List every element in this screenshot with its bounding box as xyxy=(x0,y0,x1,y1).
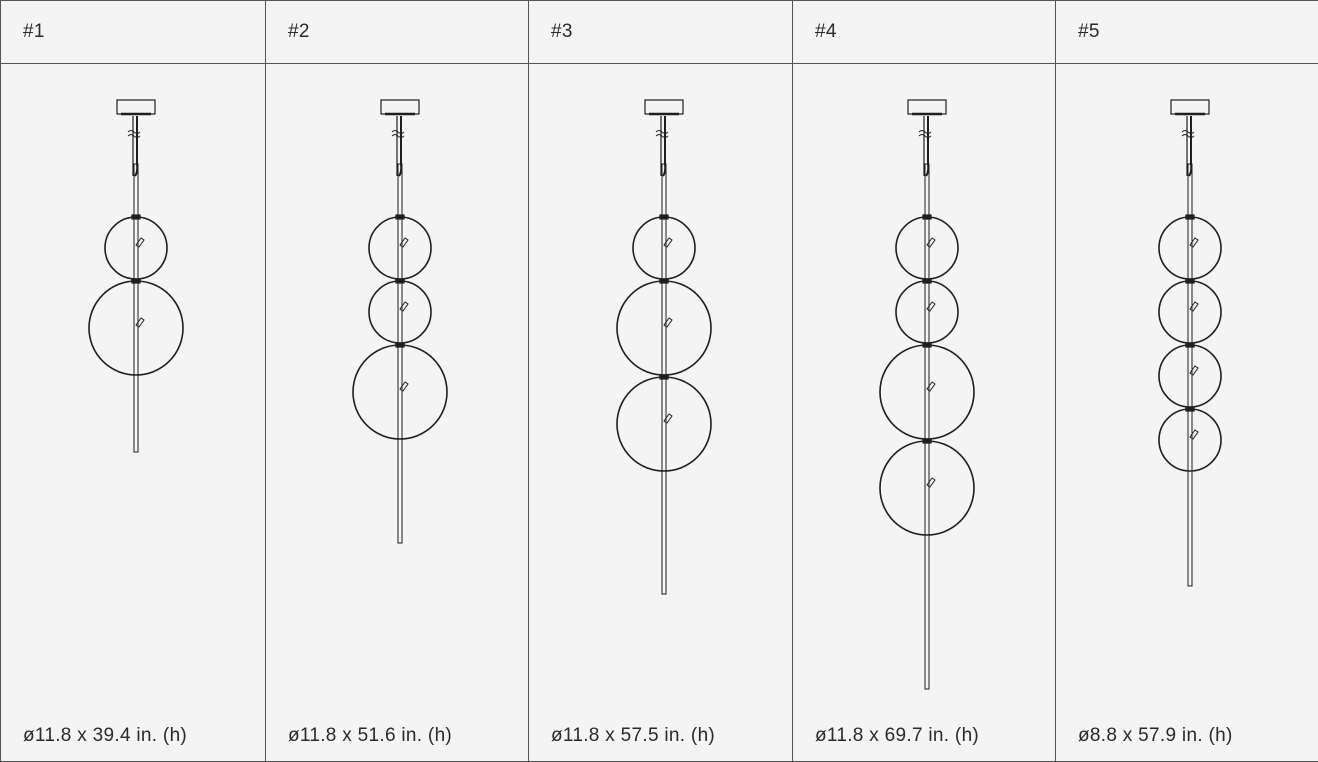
pendant-globe-icon xyxy=(1158,214,1222,280)
pendant-globe-icon xyxy=(616,278,712,376)
ceiling-canopy-icon xyxy=(116,99,156,116)
pendant-drawing xyxy=(793,64,1055,724)
power-cord xyxy=(1188,116,1193,177)
pendant-globe-icon xyxy=(368,278,432,344)
variant-body: ø11.8 x 57.5 in. (h) xyxy=(529,64,792,761)
power-cord xyxy=(925,116,930,177)
variant-label: #2 xyxy=(266,1,528,64)
pendant-globe-icon xyxy=(1158,342,1222,408)
cord-break-mark xyxy=(127,130,141,138)
variant-column-3[interactable]: #3 ø11.8 x 57.5 in. (h) xyxy=(529,1,793,761)
pendant-globe-icon xyxy=(895,278,959,344)
variant-dimensions: ø11.8 x 57.5 in. (h) xyxy=(551,725,716,746)
variant-label: #4 xyxy=(793,1,1055,64)
variant-body: ø8.8 x 57.9 in. (h) xyxy=(1056,64,1318,761)
pendant-drawing xyxy=(266,64,528,724)
pendant-globe-icon xyxy=(616,374,712,472)
pendant-globe-icon xyxy=(879,438,975,536)
ceiling-canopy-icon xyxy=(907,99,947,116)
pendant-svg xyxy=(88,99,184,453)
variant-body: ø11.8 x 39.4 in. (h) xyxy=(1,64,265,761)
pendant-globe-icon xyxy=(1158,406,1222,472)
variant-column-4[interactable]: #4 ø11.8 x 69.7 in. (h) xyxy=(793,1,1056,761)
variant-column-1[interactable]: #1 ø11.8 x 39.4 in. (h) xyxy=(0,1,266,761)
variant-dimensions: ø8.8 x 57.9 in. (h) xyxy=(1078,725,1233,746)
pendant-svg xyxy=(1158,99,1222,587)
variant-dimensions: ø11.8 x 51.6 in. (h) xyxy=(288,725,453,746)
ceiling-canopy-icon xyxy=(644,99,684,116)
pendant-globe-icon xyxy=(352,342,448,440)
variant-dimensions: ø11.8 x 69.7 in. (h) xyxy=(815,725,980,746)
variant-label: #5 xyxy=(1056,1,1318,64)
variant-label: #1 xyxy=(1,1,265,64)
pendant-globe-icon xyxy=(879,342,975,440)
variant-column-5[interactable]: #5 ø8.8 x 57.9 in. (h) xyxy=(1056,1,1318,761)
cord-break-mark xyxy=(391,130,405,138)
pendant-globe-icon xyxy=(104,214,168,280)
ceiling-canopy-icon xyxy=(380,99,420,116)
pendant-rod xyxy=(1187,163,1193,587)
pendant-rod xyxy=(924,163,930,690)
variant-column-2[interactable]: #2 ø11.8 x 51.6 in. (h) xyxy=(266,1,529,761)
pendant-drawing xyxy=(529,64,792,724)
ceiling-canopy-icon xyxy=(1170,99,1210,116)
power-cord xyxy=(134,116,139,177)
pendant-rod xyxy=(661,163,667,595)
variant-dimensions: ø11.8 x 39.4 in. (h) xyxy=(23,725,188,746)
pendant-rod xyxy=(397,163,403,544)
pendant-svg xyxy=(352,99,448,544)
pendant-svg xyxy=(616,99,712,595)
pendant-globe-icon xyxy=(1158,278,1222,344)
power-cord xyxy=(398,116,403,177)
cord-break-mark xyxy=(655,130,669,138)
pendant-rod xyxy=(133,163,139,453)
pendant-drawing xyxy=(1056,64,1318,724)
pendant-globe-icon xyxy=(368,214,432,280)
pendant-globe-icon xyxy=(88,278,184,376)
variant-label: #3 xyxy=(529,1,792,64)
variant-body: ø11.8 x 51.6 in. (h) xyxy=(266,64,528,761)
power-cord xyxy=(662,116,667,177)
cord-break-mark xyxy=(1181,130,1195,138)
pendant-drawing xyxy=(1,64,265,724)
pendant-svg xyxy=(879,99,975,690)
pendant-globe-icon xyxy=(632,214,696,280)
variant-body: ø11.8 x 69.7 in. (h) xyxy=(793,64,1055,761)
pendant-globe-icon xyxy=(895,214,959,280)
cord-break-mark xyxy=(918,130,932,138)
